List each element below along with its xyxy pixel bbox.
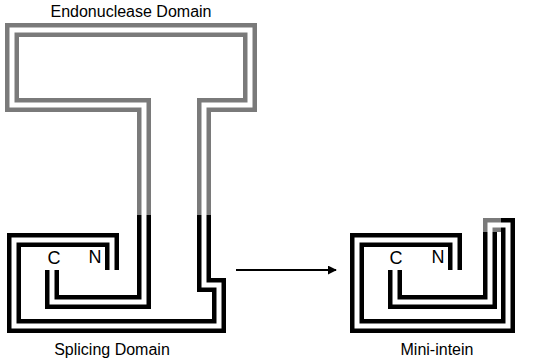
domain-label: Mini-intein (401, 341, 474, 359)
process-arrow (236, 269, 336, 271)
chain-channel (12, 30, 250, 326)
mini-intein-figure: C N Mini-intein (340, 200, 545, 363)
endonuclease-segment (12, 30, 250, 215)
intein-figure: Endonuclease DomainC N Splicing Domain (0, 0, 232, 363)
domain-label: Endonuclease Domain (51, 3, 212, 21)
terminus-label: N (432, 248, 445, 268)
mini-chain-channel (357, 225, 508, 326)
terminus-label: C (390, 249, 403, 269)
mini-intein-chain (357, 225, 508, 326)
domain-label: Splicing Domain (54, 341, 170, 359)
terminus-label: C (48, 249, 61, 269)
intein-chain (12, 30, 250, 326)
terminus-label: N (89, 248, 102, 268)
